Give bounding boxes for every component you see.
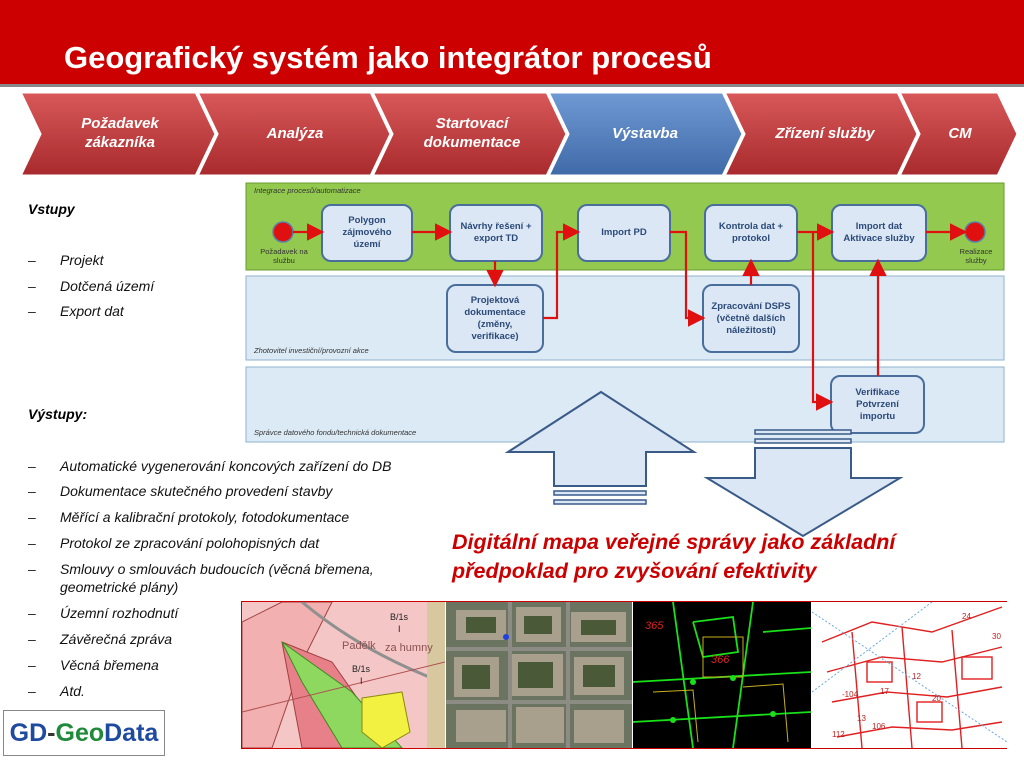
node-label-verifikace: Verifikace Potvrzení importu xyxy=(855,386,900,422)
logo-dash: - xyxy=(47,718,56,747)
map-strip: B/1s I B/1s I Padělk za humny xyxy=(241,601,1007,749)
logo-gd: GD xyxy=(9,718,48,747)
arrow xyxy=(670,230,706,327)
chevron-6[interactable] xyxy=(896,90,1020,178)
end-event xyxy=(964,221,986,243)
vector-map-graphic xyxy=(633,602,811,748)
chevron-label-2: Analýza xyxy=(266,124,324,142)
outputs-heading: Výstupy: xyxy=(28,406,88,422)
map-tile-cadastre[interactable]: 24 30 12 -104 17 20 13 106 112 xyxy=(812,602,1007,748)
node-label-import-dat: Import dat Aktivace služby xyxy=(843,221,915,244)
map-tile-aerial[interactable] xyxy=(446,602,632,748)
map-tile-vector[interactable]: 365 366 xyxy=(633,602,811,748)
chevron-label-4: Výstavba xyxy=(612,124,678,142)
lane-title-automation: Integrace procesů/automatizace xyxy=(254,186,361,195)
cadastre-label: 17 xyxy=(880,687,889,696)
node-label-import-pd: Import PD xyxy=(601,227,647,238)
node-label-projektova: Projektová dokumentace (změny, verifikac… xyxy=(464,294,526,342)
cadastre-label: 24 xyxy=(962,612,971,621)
parcel-label: 365 xyxy=(645,620,664,632)
cadastre-label: 12 xyxy=(912,672,921,681)
logo-data: Data xyxy=(104,718,159,747)
cadastre-label: 30 xyxy=(992,632,1001,641)
cadastre-label: 112 xyxy=(832,730,845,739)
parcel-label: 366 xyxy=(711,654,730,666)
node-label-kontrola: Kontrola dat + protokol xyxy=(718,221,784,244)
zoning-map-graphic xyxy=(242,602,445,748)
arrow xyxy=(811,232,834,411)
cadastre-label: 13 xyxy=(857,714,866,723)
chevron-label-1: Požadavek zákazníka xyxy=(81,115,159,151)
node-label-polygon: Polygon zájmového území xyxy=(342,215,392,250)
title-bar xyxy=(0,0,1024,87)
zoning-label: B/1s xyxy=(352,664,371,674)
node-label-navrhy: Návrhy řešení + export TD xyxy=(460,221,532,244)
cadastre-label: 106 xyxy=(872,722,886,731)
lane-title-data-admin: Správce datového fondu/technická dokumen… xyxy=(254,428,417,437)
start-event xyxy=(272,221,294,243)
zoning-place-label: za humny xyxy=(385,642,433,654)
cadastre-label: -104 xyxy=(842,690,859,699)
aerial-photo-graphic xyxy=(446,602,632,748)
node-label-zpracovani: Zpracování DSPS (včetně dalších náležito… xyxy=(711,300,791,336)
highlight-line-2: předpoklad pro zvyšování efektivity xyxy=(452,559,817,583)
inputs-heading: Vstupy xyxy=(28,201,75,217)
highlight-line-1: Digitální mapa veřejné správy jako zákla… xyxy=(452,530,896,554)
chevron-label-6: CM xyxy=(948,124,972,142)
map-tile-zoning[interactable]: B/1s I B/1s I Padělk za humny xyxy=(242,602,445,748)
cadastre-map-graphic xyxy=(812,602,1007,748)
zoning-label: B/1s xyxy=(390,612,409,622)
zoning-label: I xyxy=(360,676,363,686)
zoning-label: I xyxy=(398,624,401,634)
highlight-text: Digitální mapa veřejné správy jako zákla… xyxy=(452,528,1022,586)
down-arrow xyxy=(703,429,904,538)
zoning-place-label: Padělk xyxy=(342,640,376,652)
up-arrow xyxy=(504,390,698,505)
lane-title-contractor: Zhotovitel investiční/provozní akce xyxy=(254,346,369,355)
arrow xyxy=(543,223,581,320)
start-label: Požadavek na službu xyxy=(260,247,308,265)
title-bar-rule xyxy=(0,84,1024,87)
chevron-label-3: Startovací dokumentace xyxy=(423,115,521,151)
slide-title: Geografický systém jako integrátor proce… xyxy=(64,40,712,75)
logo-geo: Geo xyxy=(55,718,105,747)
end-label: Realizace služby xyxy=(959,247,993,265)
cadastre-label: 20 xyxy=(932,694,941,703)
process-chevrons xyxy=(17,90,1020,178)
chevron-label-5: Zřízení služby xyxy=(775,124,875,142)
